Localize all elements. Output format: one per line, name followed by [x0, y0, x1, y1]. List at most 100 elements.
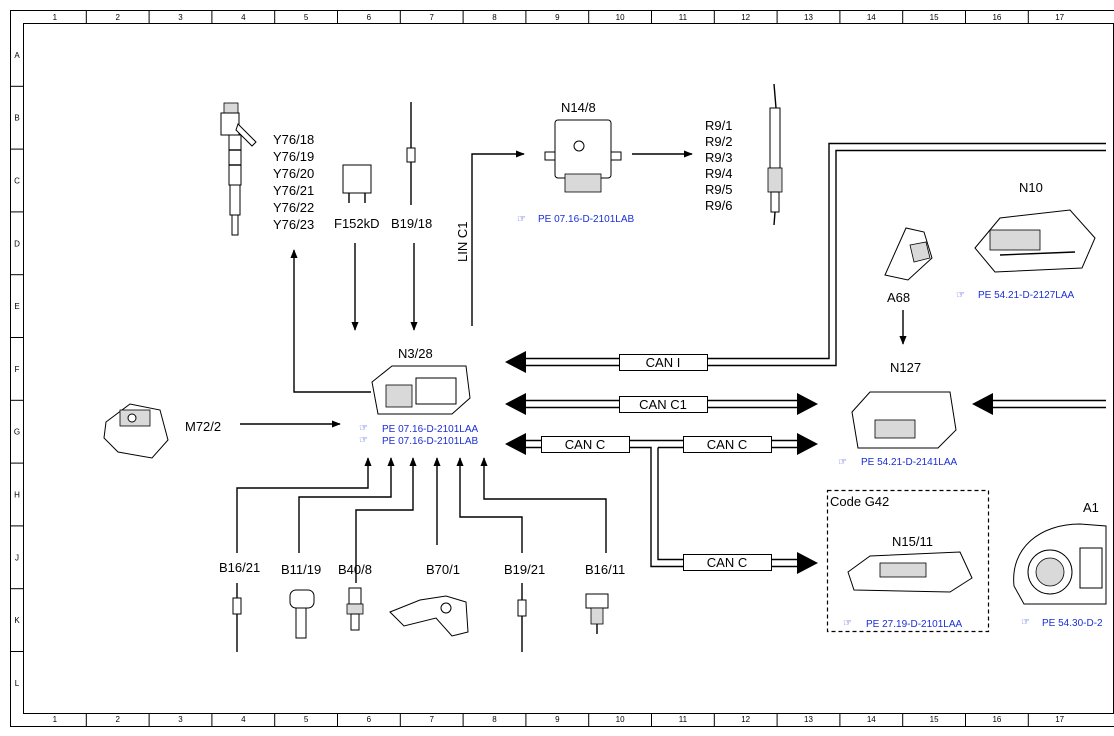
can-i-bus: CAN I	[619, 354, 708, 371]
n14-8-reference-link[interactable]: PE 07.16-D-2101LAB	[538, 214, 635, 225]
y76-label: Y76/22	[273, 200, 314, 215]
n10-reference-link[interactable]: PE 54.21-D-2127LAA	[978, 290, 1075, 301]
sensor-label: B70/1	[426, 562, 460, 577]
injector-icon	[220, 102, 257, 236]
pointing-hand-icon: ☞	[843, 618, 852, 629]
grid-column-label: 10	[616, 13, 625, 22]
n10-label: N10	[1019, 180, 1043, 195]
pressure-sensor-icon	[346, 587, 364, 631]
grid-row-label: E	[14, 302, 19, 311]
grid-column-label: 7	[429, 715, 434, 724]
grid-column-label: 5	[304, 13, 309, 22]
grid-column-label: 5	[304, 715, 309, 724]
f152kd-label: F152kD	[334, 216, 380, 231]
n15-11-reference-link[interactable]: PE 27.19-D-2101LAA	[866, 619, 963, 630]
actuator-motor-icon	[103, 403, 169, 459]
temperature-sensor-icon	[517, 583, 527, 652]
transmission-control-unit-icon	[847, 551, 973, 593]
crankshaft-sensor-icon	[389, 595, 469, 637]
powertrain-control-unit-icon	[851, 391, 957, 449]
pointing-hand-icon: ☞	[1021, 617, 1030, 628]
grid-column-label: 9	[555, 13, 560, 22]
grid-column-label: 11	[679, 715, 688, 724]
r9-label: R9/5	[705, 182, 732, 197]
r9-label: R9/1	[705, 118, 732, 133]
grid-column-label: 12	[741, 715, 750, 724]
grid-column-label: 16	[992, 13, 1001, 22]
can-c-bus: CAN C	[683, 554, 772, 571]
grid-row-label: A	[14, 51, 20, 60]
r9-label: R9/4	[705, 166, 732, 181]
sensor-label: B16/11	[585, 562, 625, 577]
grid-row-label: D	[14, 239, 20, 248]
grid-column-label: 8	[492, 715, 497, 724]
grid-row-label: J	[15, 553, 19, 562]
n3-28-reference-link[interactable]: PE 07.16-D-2101LAA	[382, 424, 479, 435]
grid-column-label: 17	[1055, 715, 1064, 724]
grid-row-label: G	[14, 428, 20, 437]
instrument-cluster-icon	[1013, 523, 1107, 605]
sensor-label: B16/21	[219, 560, 260, 575]
option-code-box	[826, 489, 990, 633]
speed-sensor-icon	[585, 593, 609, 634]
grid-row-label: C	[14, 177, 20, 186]
signal-lines	[236, 150, 907, 583]
grid-row-label: L	[15, 679, 20, 688]
grid-column-label: 12	[741, 13, 750, 22]
n15-11-label: N15/11	[892, 534, 933, 549]
grid-column-label: 9	[555, 715, 560, 724]
sensor-labels: B16/21 B11/19 B40/8 B70/1 B19/21 B16/11	[219, 560, 625, 577]
can-i-label: CAN I	[646, 355, 681, 370]
sam-control-unit-icon	[974, 209, 1096, 273]
grid-column-label: 6	[367, 715, 372, 724]
grid-column-label: 15	[930, 715, 939, 724]
can-c-label: CAN C	[707, 437, 747, 452]
pointing-hand-icon: ☞	[517, 214, 526, 225]
b19-18-label: B19/18	[391, 216, 432, 231]
sensor-label: B40/8	[338, 562, 372, 577]
pointing-hand-icon: ☞	[838, 457, 847, 468]
grid-column-label: 11	[679, 13, 688, 22]
position-sensor-icon	[289, 589, 315, 639]
grid-column-label: 16	[992, 715, 1001, 724]
accelerator-pedal-icon	[884, 227, 933, 281]
grid-column-label: 15	[930, 13, 939, 22]
relay-icon	[342, 164, 372, 203]
m72-2-label: M72/2	[185, 419, 221, 434]
a1-reference-link[interactable]: PE 54.30-D-2	[1042, 618, 1103, 629]
grid-column-label: 2	[115, 13, 120, 22]
grid-column-label: 4	[241, 715, 246, 724]
grid-column-label: 3	[178, 715, 183, 724]
y76-labels: Y76/18 Y76/19 Y76/20 Y76/21 Y76/22 Y76/2…	[273, 132, 314, 232]
can-c-bus: CAN C	[541, 436, 630, 453]
grid-column-label: 7	[429, 13, 434, 22]
grid-row-label: F	[15, 365, 20, 374]
y76-label: Y76/19	[273, 149, 314, 164]
grid-column-label: 1	[53, 715, 58, 724]
sensor-label: B11/19	[281, 562, 321, 577]
grid-column-label: 10	[616, 715, 625, 724]
n3-28-reference-link[interactable]: PE 07.16-D-2101LAB	[382, 436, 479, 447]
n127-reference-link[interactable]: PE 54.21-D-2141LAA	[861, 457, 958, 468]
n3-28-label: N3/28	[398, 346, 433, 361]
grid-column-label: 3	[178, 13, 183, 22]
r9-labels: R9/1 R9/2 R9/3 R9/4 R9/5 R9/6	[705, 118, 732, 213]
grid-column-label: 8	[492, 13, 497, 22]
r9-label: R9/2	[705, 134, 732, 149]
sensor-label: B19/21	[504, 562, 545, 577]
n127-label: N127	[890, 360, 921, 375]
y76-label: Y76/21	[273, 183, 314, 198]
code-g42-label: Code G42	[830, 494, 889, 509]
n14-8-label: N14/8	[561, 100, 596, 115]
y76-label: Y76/23	[273, 217, 314, 232]
grid-column-label: 14	[867, 715, 876, 724]
r9-label: R9/6	[705, 198, 732, 213]
y76-label: Y76/18	[273, 132, 314, 147]
a1-label: A1	[1083, 500, 1099, 515]
grid-column-label: 13	[804, 715, 813, 724]
grid-row-label: B	[14, 114, 19, 123]
